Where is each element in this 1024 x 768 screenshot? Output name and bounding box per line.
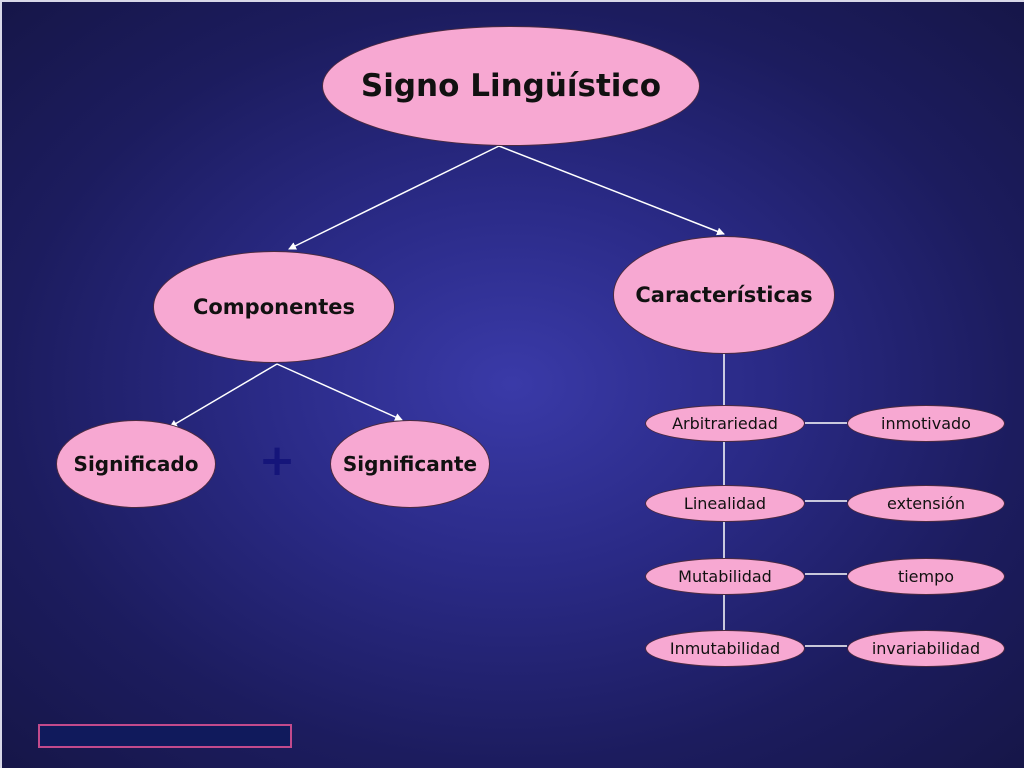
arrow-componentes-to-significante <box>276 363 403 421</box>
arrow-root-to-componentes <box>288 145 500 250</box>
node-extension: extensión <box>847 485 1005 522</box>
node-label: Linealidad <box>683 494 767 513</box>
arrow-componentes-to-significado <box>169 363 278 428</box>
node-label: Significado <box>73 452 199 476</box>
node-significante: Significante <box>330 420 490 508</box>
node-caracteristicas: Características <box>613 236 835 354</box>
footer-bar <box>38 724 292 748</box>
node-label: tiempo <box>897 567 955 586</box>
node-significado: Significado <box>56 420 216 508</box>
node-label: Inmutabilidad <box>669 639 781 658</box>
node-mutabilidad: Mutabilidad <box>645 558 805 595</box>
node-linealidad: Linealidad <box>645 485 805 522</box>
node-label: invariabilidad <box>871 639 981 658</box>
node-label: extensión <box>887 494 965 513</box>
node-signo-linguistico: Signo Lingüístico <box>322 26 700 146</box>
plus-sign: + <box>258 435 296 486</box>
arrow-root-to-caracteristicas <box>498 145 725 236</box>
node-arbitrariedad: Arbitrariedad <box>645 405 805 442</box>
node-invariabilidad: invariabilidad <box>847 630 1005 667</box>
node-label: Significante <box>342 452 478 476</box>
node-label: Componentes <box>192 295 356 319</box>
node-label: Características <box>635 283 813 307</box>
node-componentes: Componentes <box>153 251 395 363</box>
node-label: Signo Lingüístico <box>360 68 662 104</box>
node-label: inmotivado <box>881 414 971 433</box>
node-label: Mutabilidad <box>678 567 772 586</box>
node-inmotivado: inmotivado <box>847 405 1005 442</box>
node-inmutabilidad: Inmutabilidad <box>645 630 805 667</box>
node-tiempo: tiempo <box>847 558 1005 595</box>
node-label: Arbitrariedad <box>672 414 778 433</box>
